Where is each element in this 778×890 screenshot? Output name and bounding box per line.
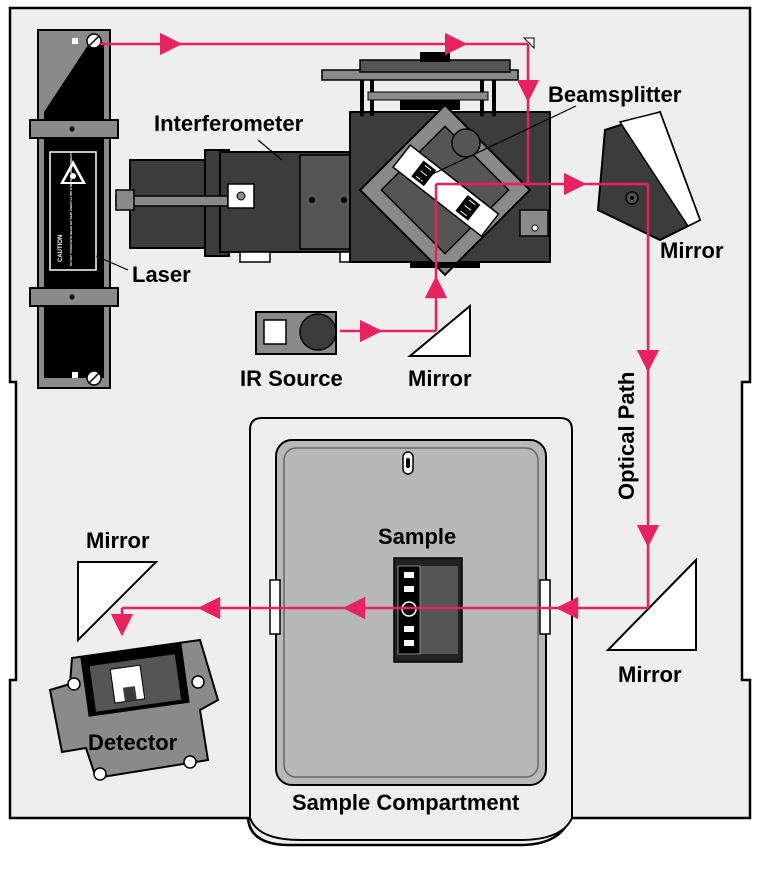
label-beamsplitter: Beamsplitter	[548, 82, 682, 107]
ir-source	[255, 311, 337, 355]
label-mirror-top-right: Mirror	[660, 238, 724, 263]
mirror-bottom-right	[605, 557, 697, 651]
label-optical-path: Optical Path	[614, 372, 639, 500]
caution-label-text: DO NOT STARE INTO BEAM OR VIEW DIRECTLY …	[69, 152, 73, 266]
label-sample: Sample	[378, 524, 456, 549]
label-laser: Laser	[132, 262, 191, 287]
laser-caution-label	[49, 151, 97, 271]
sample-holder	[393, 557, 463, 663]
beamsplitter	[391, 144, 500, 238]
mirror-ir	[407, 303, 471, 357]
leader-lines	[95, 105, 577, 271]
optical-beam-path	[100, 32, 660, 637]
label-detector: Detector	[88, 730, 178, 755]
mirror-top-right	[596, 110, 702, 242]
laser: CAUTION DO NOT STARE INTO BEAM OR VIEW D…	[29, 29, 119, 389]
label-ir-source: IR Source	[240, 366, 343, 391]
mirror-small-corner	[522, 37, 535, 50]
label-sample-compartment: Sample Compartment	[292, 790, 520, 815]
sample-compartment	[249, 417, 573, 841]
caution-label-title: CAUTION	[58, 235, 64, 262]
label-mirror-left: Mirror	[86, 528, 150, 553]
mirror-left	[77, 561, 159, 643]
label-interferometer: Interferometer	[154, 111, 304, 136]
label-mirror-ir: Mirror	[408, 366, 472, 391]
label-mirror-bottom-right: Mirror	[618, 662, 682, 687]
detector	[48, 638, 220, 781]
